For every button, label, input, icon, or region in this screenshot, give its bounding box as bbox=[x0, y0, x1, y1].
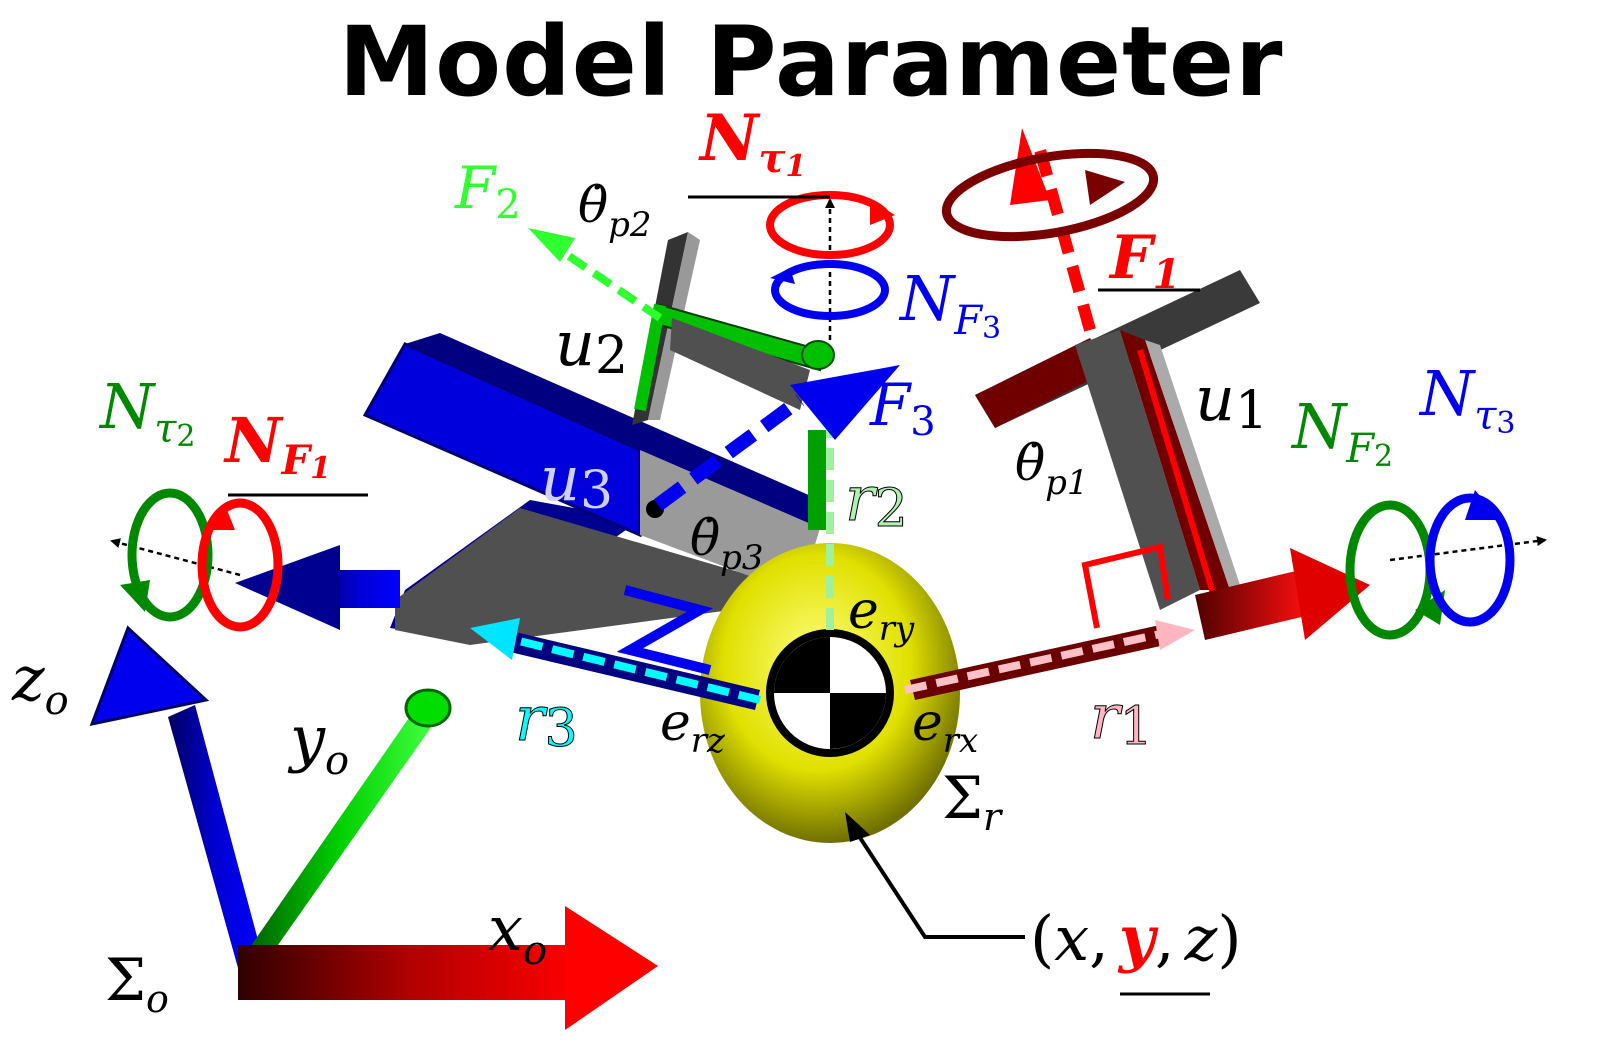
erx-label: erx bbox=[912, 693, 978, 761]
theta-p2-label: θ̇p2 bbox=[578, 176, 652, 245]
thruster-1-arrow-shaft bbox=[1195, 570, 1310, 640]
z-axis-label: zo bbox=[11, 642, 69, 724]
r2-label: r2 bbox=[845, 462, 908, 539]
r1-dash bbox=[904, 629, 1166, 694]
N-F3-loop-arrow bbox=[770, 268, 795, 284]
thruster-1-bar-red bbox=[975, 338, 1110, 428]
F1-rotation-arrow bbox=[1085, 170, 1125, 205]
N-tau3-label: Nτ3 bbox=[1418, 357, 1515, 441]
thruster-2-bar bbox=[670, 318, 810, 410]
F3-arrow bbox=[653, 394, 805, 511]
N-F2-loop bbox=[1345, 500, 1435, 640]
diagram-title: Model Parameter bbox=[338, 6, 1284, 118]
thruster-1 bbox=[975, 270, 1370, 640]
F2-arrow bbox=[557, 246, 663, 322]
com-quadrant-1 bbox=[774, 637, 830, 693]
force-arrows bbox=[528, 128, 1096, 511]
com-quadrant-2 bbox=[830, 693, 886, 749]
z-axis-shaft bbox=[168, 705, 262, 968]
x-axis-label: xo bbox=[488, 892, 547, 974]
N-F3-loop bbox=[771, 260, 889, 320]
y-axis-shaft bbox=[248, 712, 432, 962]
theta-p3-label: θ̇p3 bbox=[690, 509, 764, 578]
N-F1-loop-arrow bbox=[205, 505, 235, 530]
position-vectors bbox=[470, 430, 1195, 710]
com-pointer bbox=[845, 812, 1025, 939]
thruster-2-green-edge bbox=[634, 303, 666, 412]
thruster-3-arrow-head bbox=[235, 545, 340, 630]
r3-dash bbox=[514, 636, 761, 704]
F3-label: F3 bbox=[869, 371, 936, 445]
F2-label: F2 bbox=[454, 154, 521, 228]
N-F1-label: NF1 bbox=[223, 404, 331, 486]
erz-label: erz bbox=[660, 693, 726, 761]
r3-head bbox=[470, 618, 520, 660]
F3-arrow-head bbox=[790, 365, 900, 440]
thruster-1-column-gray bbox=[1075, 330, 1200, 610]
N-tau2-label: Nτ2 bbox=[98, 370, 195, 454]
thruster-3-top bbox=[405, 333, 820, 528]
right-angle-marker bbox=[1081, 543, 1171, 629]
r3-label: r3 bbox=[515, 682, 578, 759]
x-axis-head bbox=[565, 906, 658, 1030]
y-axis-label: yo bbox=[287, 702, 349, 784]
N-F3-label: NF3 bbox=[898, 262, 1001, 346]
r1-label: r1 bbox=[1090, 680, 1153, 757]
com-pointer-line bbox=[853, 828, 1025, 939]
r3-zigzag bbox=[616, 585, 714, 675]
N-tau3-loop-arrow bbox=[1465, 490, 1500, 520]
N-tau1-loop bbox=[766, 191, 894, 259]
z-axis-head bbox=[89, 625, 210, 727]
N-tau2-loop bbox=[127, 488, 213, 622]
robot-body bbox=[700, 543, 960, 843]
axis-right bbox=[1389, 536, 1547, 562]
N-F2-label: NF2 bbox=[1290, 390, 1393, 474]
thruster-1-red-edge bbox=[1137, 349, 1218, 601]
thruster-1-column-light bbox=[1145, 340, 1240, 590]
u1-label: u1 bbox=[1195, 362, 1268, 441]
theta-p1-label: θ̇p1 bbox=[1015, 434, 1089, 503]
r1-head bbox=[1155, 620, 1195, 650]
thruster-2-post-cap bbox=[801, 340, 835, 370]
F1-arrow-head bbox=[1010, 128, 1050, 205]
x-axis-shaft bbox=[238, 945, 580, 1000]
F1-arrow bbox=[1034, 148, 1096, 332]
N-tau3-loop bbox=[1425, 493, 1515, 627]
body-frame-label: Σr bbox=[942, 764, 1004, 839]
F2-arrow-head bbox=[528, 228, 575, 262]
F1-label: F1 bbox=[1108, 223, 1180, 298]
position-label: (x,y,z) bbox=[1030, 902, 1242, 975]
N-tau2-loop-arrow bbox=[120, 580, 150, 612]
thruster-1-arrow-head bbox=[1290, 548, 1370, 640]
origin-frame bbox=[89, 625, 658, 1030]
N-tau1-label: Nτ1 bbox=[698, 101, 806, 184]
y-axis-head bbox=[404, 688, 452, 728]
torque-indicators bbox=[120, 148, 1515, 640]
N-F1-loop bbox=[197, 498, 283, 632]
u3-label: u3 bbox=[540, 442, 613, 521]
origin-frame-label: Σo bbox=[105, 946, 169, 1021]
N-tau1-loop-arrow bbox=[870, 200, 895, 225]
u2-label: u2 bbox=[555, 307, 628, 386]
ery-label: ery bbox=[848, 581, 915, 649]
com-pointer-head bbox=[845, 812, 870, 842]
F1-rotation-loop bbox=[941, 148, 1159, 242]
